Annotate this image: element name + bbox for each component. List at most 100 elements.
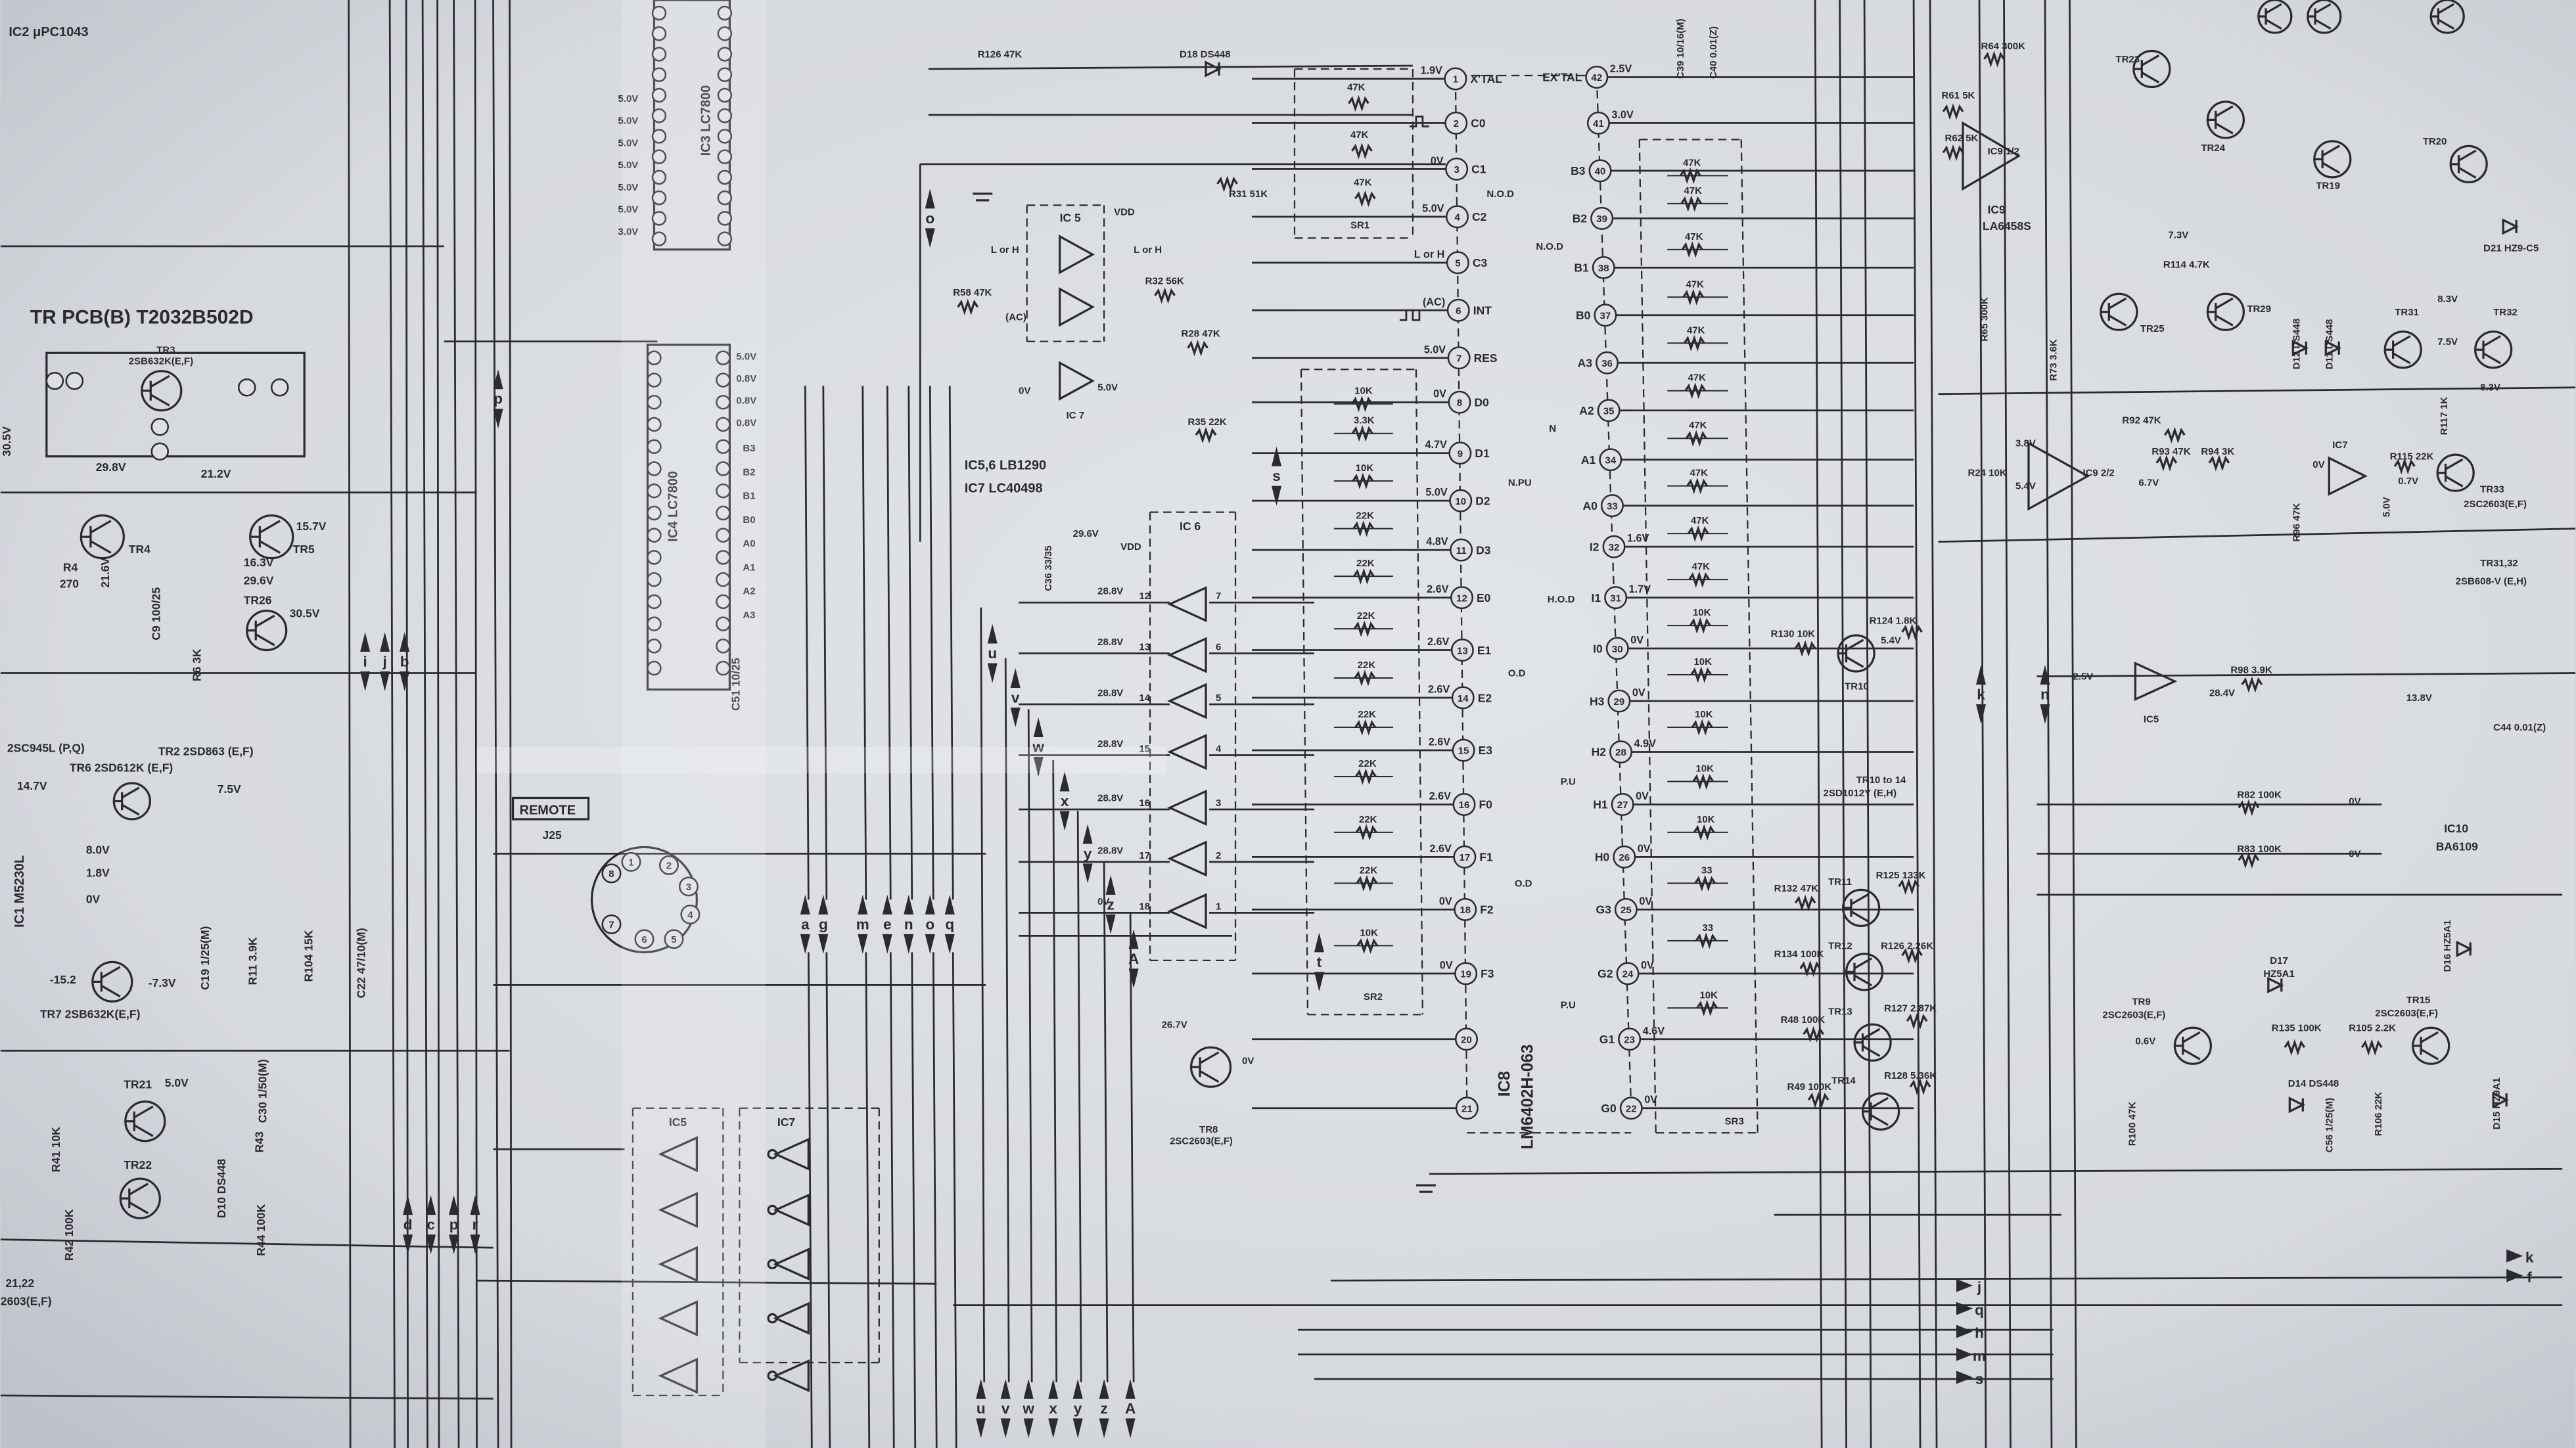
wire: [1103, 861, 1109, 1383]
ic6-pin-voltage: 28.8V: [1097, 586, 1123, 597]
ic8-pin-name: G1: [1599, 1033, 1615, 1046]
schematic-label: R94 3K: [2201, 446, 2234, 457]
resistor-symbol: [1351, 425, 1373, 442]
schematic-label: D21 HZ9-C5: [2483, 242, 2539, 254]
resistor-symbol: [1898, 878, 1920, 895]
ic8-pin-name: B1: [1574, 261, 1589, 275]
ic8-pin: [1446, 251, 1469, 275]
schematic-label: R24 10K: [1968, 468, 2007, 479]
ic8-pin-number: 30: [1612, 644, 1623, 655]
ic8-pin-name: C2: [1472, 210, 1487, 223]
transistor-symbol-body: [2437, 458, 2464, 487]
ic8-pin: [1454, 897, 1477, 921]
ic8-pin: [1444, 67, 1467, 91]
bus-arrow-icon: [400, 632, 410, 692]
ic8-pin-voltage: 5.0V: [1422, 202, 1444, 214]
schematic-label: 2.5V: [2073, 671, 2093, 683]
schematic-label: C39 10/16(M): [1675, 18, 1686, 79]
schematic-label: R127 2.87K: [1884, 1003, 1937, 1014]
ic6-pin-number: 4: [1216, 743, 1222, 754]
schematic-label: D11 DS448: [2324, 319, 2335, 370]
bus-connector-letter: c: [426, 1217, 434, 1233]
bus-connector-letter: u: [988, 645, 997, 662]
schematic-label: R98 3.9K: [2230, 665, 2272, 676]
j25-pin-number: 3: [686, 882, 691, 893]
ic8-pin-name: H0: [1595, 851, 1609, 864]
opamp-symbol: [2027, 441, 2090, 511]
ic3-pin: [717, 231, 733, 246]
schematic-label: R114 4.7K: [2163, 259, 2210, 270]
ic6-pin-number: 5: [1216, 692, 1221, 704]
resistor-value: 47K: [1683, 157, 1701, 168]
resistor-symbol: [1351, 396, 1373, 413]
ic8-pin-name: E3: [1479, 744, 1493, 757]
schematic-label: R11 3.9K: [246, 937, 260, 985]
schematic-label: IC9 1/2: [1988, 146, 2019, 157]
ic6-pin-voltage: 0V: [1097, 896, 1109, 907]
opamp-symbol: [1059, 235, 1095, 275]
resistor-value: 3.3K: [1354, 415, 1375, 426]
schematic-label: 2SC2603(E,F): [1170, 1136, 1233, 1147]
schematic-label: IC10: [2444, 822, 2468, 835]
buffer-symbol: [658, 1136, 699, 1173]
bus-arrow-icon: [493, 369, 503, 429]
diode-symbol: [2502, 218, 2519, 235]
resistor-symbol: [1679, 167, 1701, 185]
ic8-pin-name: H2: [1592, 746, 1607, 759]
ic6-pin-number: 3: [1216, 798, 1221, 809]
wire: [929, 386, 934, 900]
schematic-label: 5.4V: [2015, 481, 2036, 492]
schematic-label: C30 1/50(M): [256, 1059, 269, 1123]
ic4-pin: [647, 660, 662, 676]
resistor-symbol: [2284, 1039, 2306, 1056]
bus-line: [348, 0, 352, 1448]
ic3-pin: [651, 231, 667, 246]
schematic-label: 0V: [2349, 848, 2360, 859]
schematic-label: 7.5V: [218, 782, 241, 796]
ic8-pin-voltage: 1.7V: [1629, 583, 1651, 595]
ic8-pin-number: 5: [1455, 258, 1460, 269]
ic8-pin-name: I1: [1592, 591, 1601, 604]
ic8-pin: [1447, 346, 1471, 370]
schematic-label: R31 51K: [1229, 189, 1268, 200]
resistor-symbol: [1351, 143, 1373, 160]
ic8-pin: [1446, 298, 1470, 322]
ic8-pin: [1448, 441, 1472, 465]
schematic-label: 0.6V: [2135, 1035, 2155, 1047]
driver-buffer-symbol: [1167, 586, 1207, 623]
bus-arrow-icon: [1099, 1379, 1109, 1439]
bus-connector-letter: r: [472, 1217, 478, 1233]
schematic-label: TR15: [2406, 995, 2431, 1006]
resistor-symbol: [1355, 768, 1377, 785]
bus-arrow-icon: [976, 1379, 986, 1439]
resistor-value: 22K: [1360, 865, 1378, 876]
schematic-label: R64 300K: [1981, 41, 2026, 52]
bus-connector-letter: p: [494, 391, 503, 407]
ic8-pin-number: 38: [1598, 263, 1609, 274]
connector-pin: [237, 378, 256, 397]
ic8-pin-voltage: 2.6V: [1427, 583, 1449, 595]
bus-line: [1929, 0, 1938, 1448]
diode-symbol: [2291, 340, 2309, 357]
ic8-pin-voltage: 4.6V: [1643, 1025, 1665, 1037]
schematic-label: R35 22K: [1188, 417, 1227, 428]
buffer-symbol: [658, 1192, 699, 1229]
ic8-pin-number: 25: [1621, 905, 1632, 916]
ic8-pin-number: 15: [1458, 746, 1469, 757]
ic8-pin: [1445, 157, 1469, 181]
resistor-symbol: [2360, 1039, 2383, 1056]
ic4-pin-name: A2: [743, 586, 755, 597]
ic3-pin-voltage: 5.0V: [618, 204, 638, 215]
schematic-label: R42 100K: [62, 1209, 76, 1261]
resistor-symbol: [1942, 144, 1964, 162]
bus-arrow-icon: [1082, 824, 1093, 884]
schematic-label: TR12: [1828, 940, 1852, 951]
schematic-label: R126 47K: [978, 49, 1023, 60]
schematic-label: 0V: [2312, 459, 2324, 470]
schematic-label: VDD: [1120, 541, 1141, 553]
ic8-pin-number: 21: [1461, 1103, 1473, 1114]
resistor-symbol: [1356, 937, 1379, 954]
j25-pin-number: 6: [641, 934, 647, 945]
